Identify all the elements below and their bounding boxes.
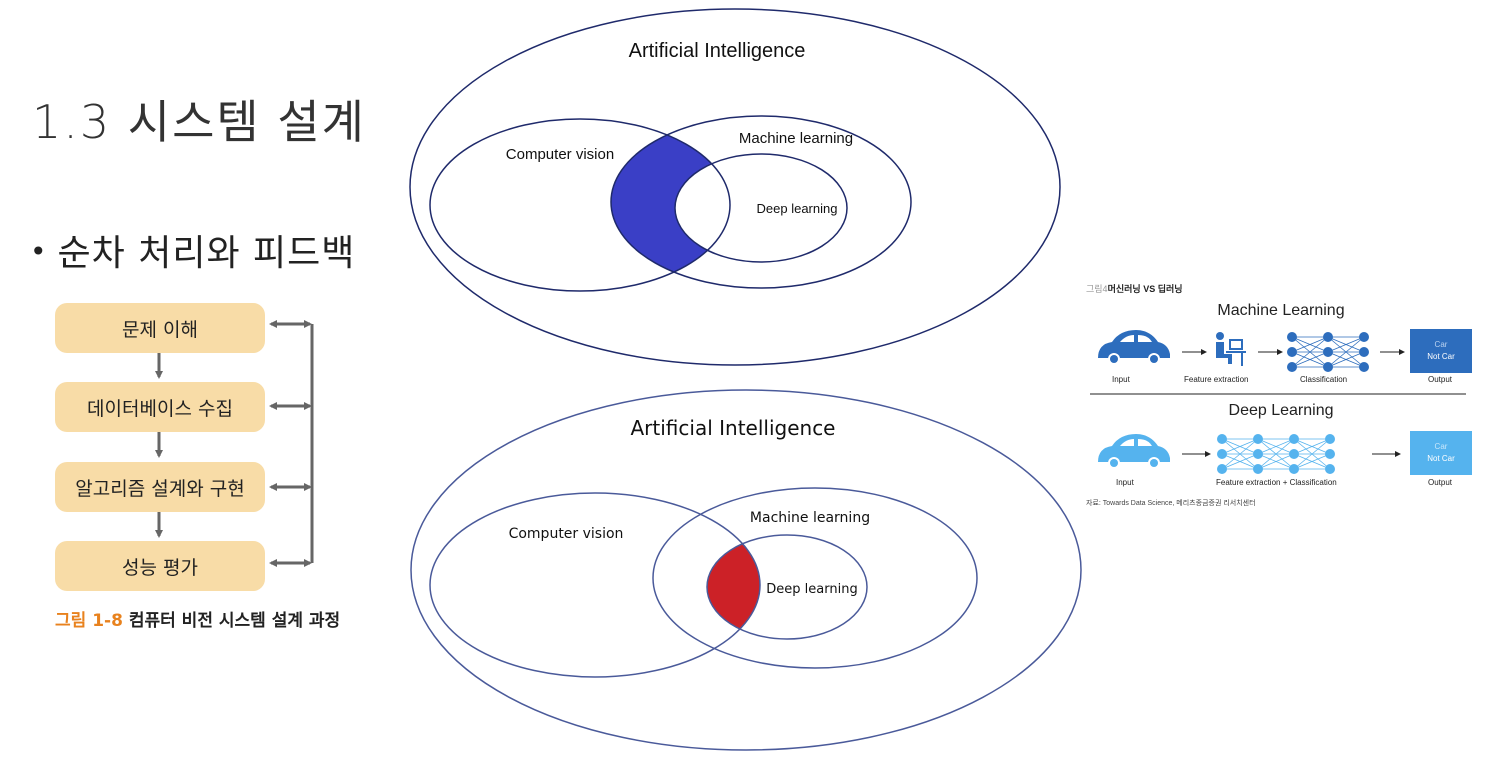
dl-car-icon [1098,434,1170,469]
dl-section-title: Deep Learning [1228,402,1334,419]
flow-caption-number: 그림 1-8 [55,611,123,631]
venn-top-ml-ellipse [610,115,912,289]
ml-network-icon [1287,332,1369,372]
venn-bottom-ml-ellipse [652,487,978,669]
ml-section-title: Machine Learning [1217,302,1345,319]
ml-vs-dl-figure: 그림4머신러닝 VS 딥러닝 Machine Learning Deep Lea… [1086,278,1486,518]
flow-step-database: 데이터베이스 수집 [55,382,265,432]
venn-top-ai-ellipse [409,8,1061,366]
venn-bottom-highlight [707,535,760,639]
flow-step-algorithm: 알고리즘 설계와 구현 [55,462,265,512]
slide-title: 1.3 시스템 설계 [32,95,366,149]
venn-bottom-dl-ellipse [706,534,868,640]
venn-bottom-ai-label: Artificial Intelligence [631,416,836,440]
ml-input-label: Input [1112,375,1130,384]
venn-bottom: Artificial Intelligence Computer vision … [410,389,1082,751]
dl-output-car: Car [1434,442,1448,451]
bullet-point: • 순차 처리와 피드백 [30,224,355,276]
venn-top-ml-label: Machine learning [739,130,853,147]
ml-output-not-car: Not Car [1427,352,1455,361]
dl-combined-label: Feature extraction + Classification [1216,478,1337,487]
venn-top-dl-label: Deep learning [757,201,838,216]
ml-feature-person-icon [1216,332,1246,366]
ml-dl-graphics [1090,330,1466,474]
bullet-dot: • [30,235,48,268]
flow-step-evaluation: 성능 평가 [55,541,265,591]
dl-network-icon [1217,434,1335,474]
flow-caption: 그림 1-8 컴퓨터 비전 시스템 설계 과정 [55,606,340,631]
figure-source: 자료: Towards Data Science, 메리츠종금증권 리서치센터 [1086,500,1256,507]
feedback-loop [269,320,314,567]
ml-output-box: Car Not Car [1410,329,1472,373]
dl-output-label: Output [1428,478,1453,487]
venn-top-cv-ellipse [429,118,731,292]
dl-input-label: Input [1116,478,1134,487]
venn-top: Artificial Intelligence Computer vision … [409,8,1061,366]
venn-bottom-ai-ellipse [410,389,1082,751]
ml-car-icon [1098,330,1170,365]
flow-step-problem: 문제 이해 [55,303,265,353]
ml-output-label: Output [1428,375,1453,384]
venn-top-dl-ellipse [674,153,848,263]
ml-output-car: Car [1434,340,1448,349]
dl-output-box: Car Not Car [1410,431,1472,475]
ml-feature-label: Feature extraction [1184,375,1249,384]
venn-top-cv-label: Computer vision [506,146,614,163]
venn-bottom-dl-label: Deep learning [766,582,857,597]
dl-output-not-car: Not Car [1427,454,1455,463]
venn-bottom-cv-label: Computer vision [509,526,624,542]
figure-heading: 그림4머신러닝 VS 딥러닝 [1086,282,1183,295]
figure-title: 머신러닝 VS 딥러닝 [1107,284,1183,294]
flow-caption-text: 컴퓨터 비전 시스템 설계 과정 [128,611,341,631]
figure-tag: 그림4 [1086,284,1108,294]
venn-top-highlight [611,119,730,288]
venn-bottom-ml-label: Machine learning [750,510,870,526]
bullet-text: 순차 처리와 피드백 [57,233,356,274]
ml-classification-label: Classification [1300,375,1348,384]
venn-bottom-cv-ellipse [429,492,761,678]
venn-top-ai-label: Artificial Intelligence [629,40,806,62]
